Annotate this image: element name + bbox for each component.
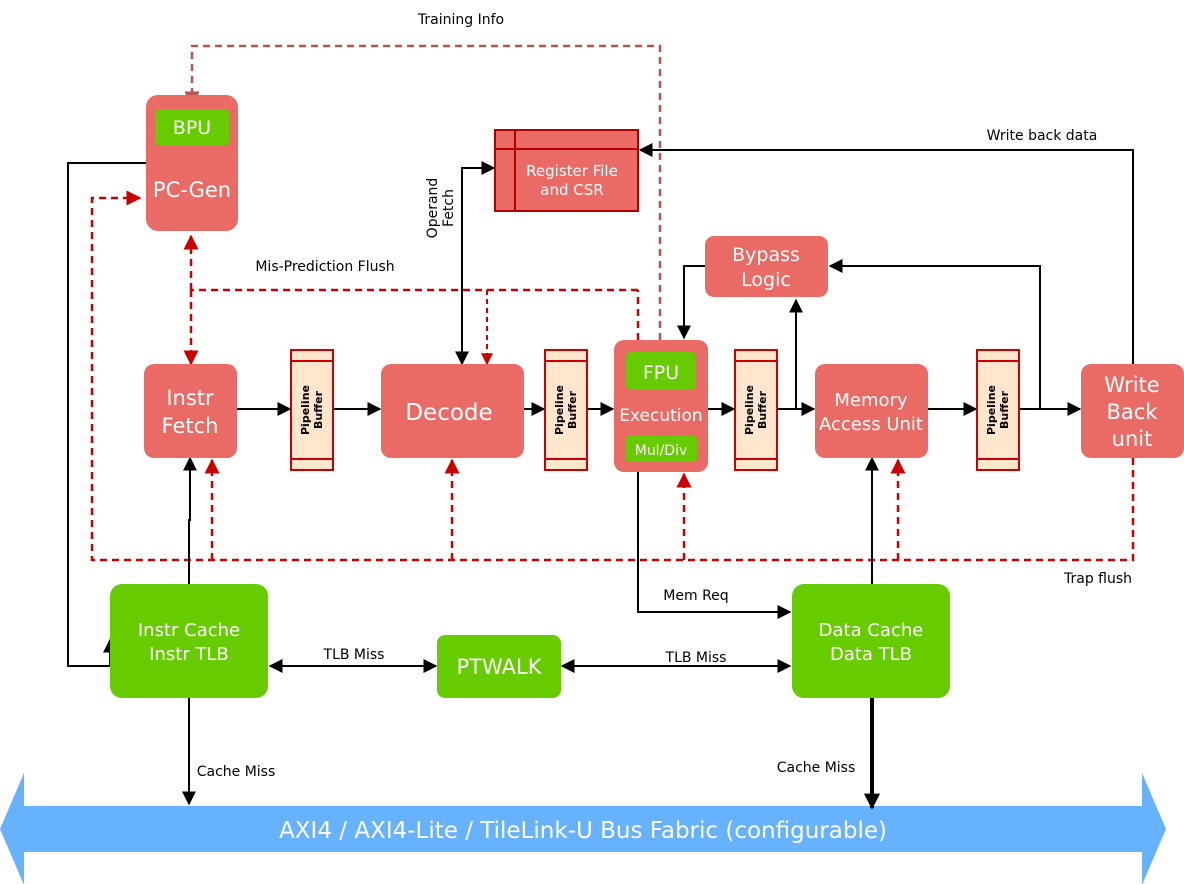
mem-req-label: Mem Req — [663, 588, 728, 604]
cache-miss-right-label: Cache Miss — [777, 760, 856, 776]
svg-text:Operand: Operand — [425, 178, 441, 239]
svg-text:Register File: Register File — [526, 162, 618, 180]
muldiv-label: Mul/Div — [635, 443, 688, 459]
svg-text:Memory: Memory — [834, 390, 908, 411]
svg-text:Buffer: Buffer — [756, 390, 769, 429]
instr-cache-block: Instr Cache Instr TLB — [110, 584, 268, 698]
training-info-label: Training Info — [417, 12, 504, 28]
mis-prediction-flush-label: Mis-Prediction Flush — [255, 259, 394, 275]
muldiv-block — [625, 436, 697, 462]
icache-to-fetch-line — [183, 456, 197, 584]
fpu-label: FPU — [643, 362, 679, 384]
operand-fetch-label: Operand Fetch — [425, 178, 457, 239]
svg-text:Pipeline: Pipeline — [743, 385, 756, 435]
svg-text:and CSR: and CSR — [540, 181, 603, 199]
pipeline-buffer: Pipeline Buffer — [734, 349, 778, 471]
bpu-label: BPU — [173, 117, 211, 139]
svg-text:PTWALK: PTWALK — [457, 655, 543, 679]
svg-text:Data TLB: Data TLB — [830, 644, 912, 665]
svg-text:Buffer: Buffer — [998, 390, 1011, 429]
svg-text:Back: Back — [1107, 400, 1159, 424]
svg-text:Decode: Decode — [405, 400, 492, 426]
mis-prediction-flush-path — [183, 234, 640, 366]
connectors — [67, 143, 1134, 810]
bus-fabric: AXI4 / AXI4-Lite / TileLink-U Bus Fabric… — [0, 773, 1166, 884]
pc-gen-label: PC-Gen — [153, 178, 231, 202]
svg-text:Fetch: Fetch — [441, 189, 457, 227]
bus-label: AXI4 / AXI4-Lite / TileLink-U Bus Fabric… — [279, 818, 887, 844]
pc-gen-block: BPU PC-Gen — [146, 95, 238, 231]
trap-flush-path — [90, 190, 1135, 562]
svg-text:Logic: Logic — [741, 269, 791, 291]
svg-text:Data Cache: Data Cache — [819, 620, 924, 641]
data-cache-block: Data Cache Data TLB — [792, 584, 950, 698]
decode-block: Decode — [381, 364, 524, 458]
memory-access-block: Memory Access Unit — [815, 364, 928, 458]
tlb-miss-left-label: TLB Miss — [323, 647, 385, 663]
write-back-block: Write Back unit — [1081, 364, 1184, 458]
svg-text:Access Unit: Access Unit — [819, 414, 923, 435]
bus-arrow — [0, 773, 1166, 884]
fpu-block — [626, 352, 696, 390]
svg-text:Instr TLB: Instr TLB — [149, 644, 229, 665]
instr-fetch-block: Instr Fetch — [144, 364, 237, 458]
pipeline-buffer: Pipeline Buffer — [290, 349, 334, 471]
svg-text:Pipeline: Pipeline — [985, 385, 998, 435]
svg-text:Instr Cache: Instr Cache — [138, 620, 240, 641]
svg-text:Buffer: Buffer — [566, 390, 579, 429]
svg-text:Pipeline: Pipeline — [553, 385, 566, 435]
svg-text:Pipeline: Pipeline — [299, 385, 312, 435]
write-back-data-label: Write back data — [987, 128, 1098, 144]
svg-text:Write: Write — [1104, 373, 1159, 397]
bpu-block — [155, 109, 229, 146]
execution-block: FPU Execution Mul/Div — [614, 340, 708, 472]
training-info-path — [184, 44, 662, 340]
trap-flush-label: Trap flush — [1063, 571, 1132, 587]
svg-text:unit: unit — [1112, 427, 1153, 451]
cache-miss-left-label: Cache Miss — [197, 764, 276, 780]
svg-text:Bypass: Bypass — [732, 244, 800, 266]
bypass-logic-block: Bypass Logic — [705, 236, 828, 297]
pipeline-buffer: Pipeline Buffer — [976, 349, 1020, 471]
execution-label: Execution — [619, 406, 702, 426]
pipeline-buffer: Pipeline Buffer — [544, 349, 588, 471]
svg-text:Instr: Instr — [166, 386, 214, 410]
svg-text:Buffer: Buffer — [312, 390, 325, 429]
register-file-block: Register File and CSR — [494, 129, 639, 212]
tlb-miss-right-label: TLB Miss — [665, 650, 727, 666]
svg-text:Fetch: Fetch — [162, 414, 219, 438]
ptwalk-block: PTWALK — [437, 635, 561, 698]
